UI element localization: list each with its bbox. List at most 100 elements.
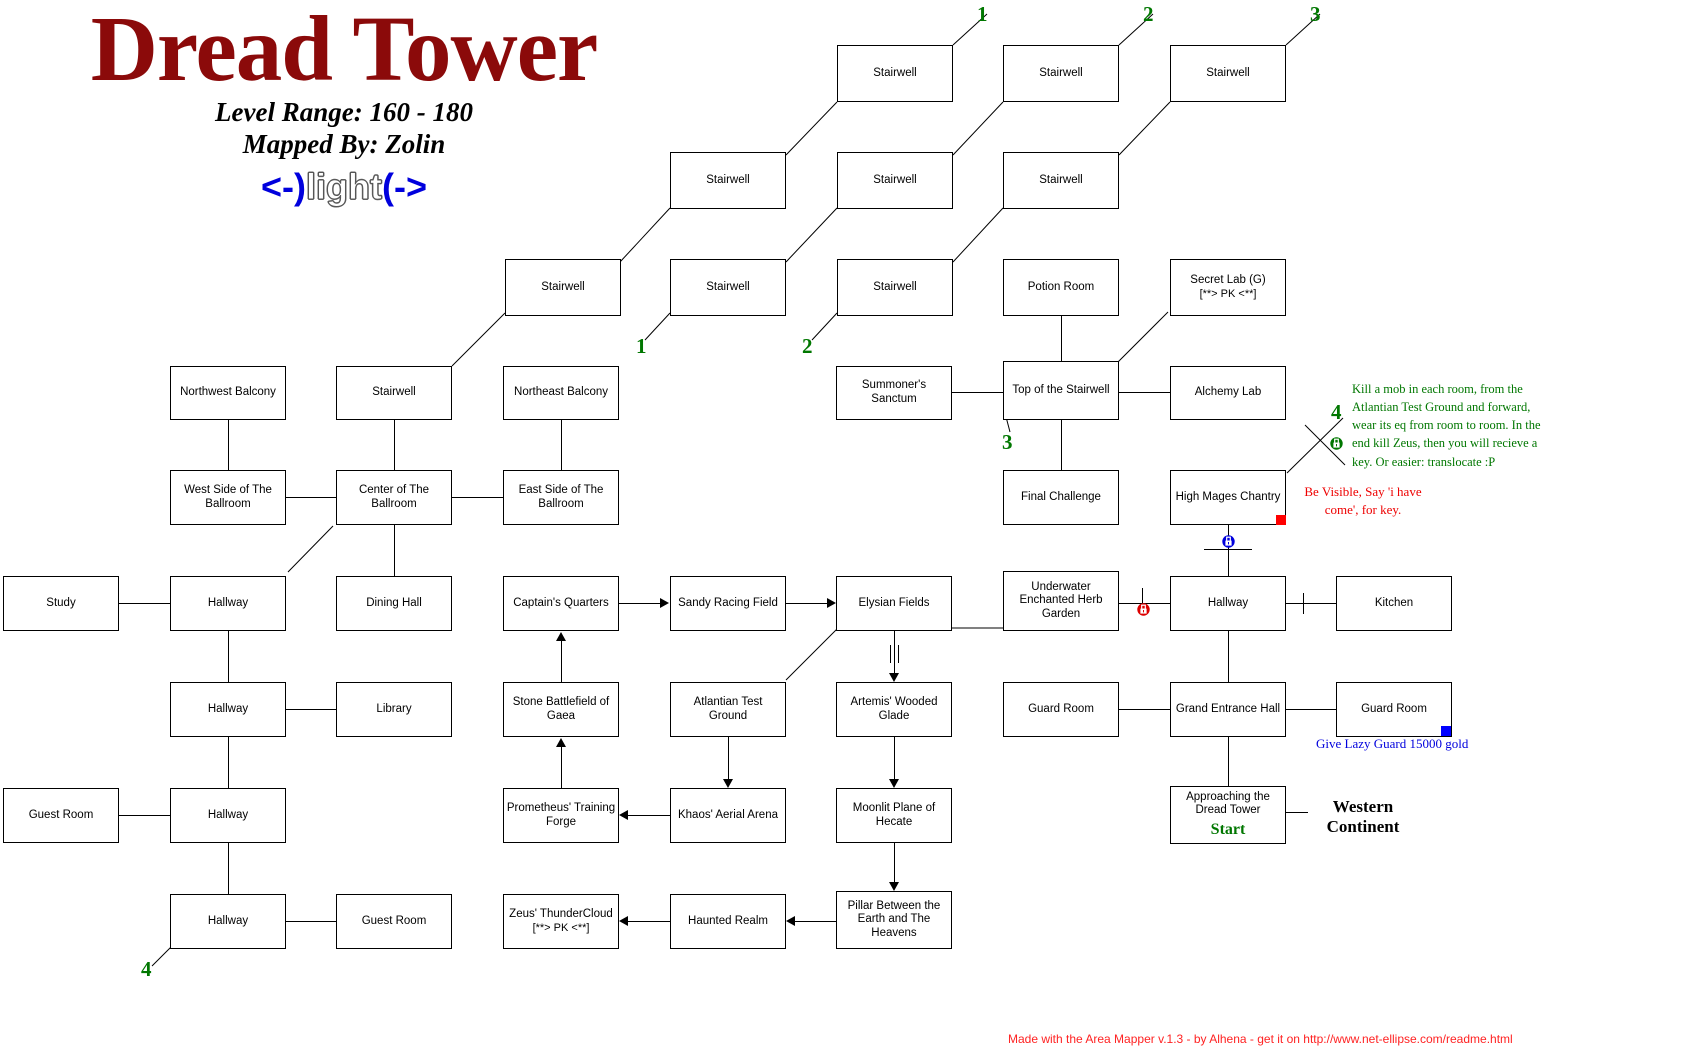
connector-potion-to-top-stairwell	[1061, 316, 1062, 361]
room-khaos-aerial-arena[interactable]: Khaos' Aerial Arena	[670, 788, 786, 843]
room-pk-flag: [**> PK <**]	[532, 921, 590, 934]
room-label: Hallway	[207, 702, 249, 715]
room-zeus-thundercloud[interactable]: Zeus' ThunderCloud [**> PK <**]	[503, 894, 619, 949]
connector-summoners-to-top-stairwell	[952, 392, 1003, 393]
room-underwater-enchanted-herb-garden[interactable]: Underwater Enchanted Herb Garden	[1003, 571, 1119, 631]
room-atlantian-test-ground[interactable]: Atlantian Test Ground	[670, 682, 786, 737]
exit-number-bottom-3: 3	[1002, 430, 1013, 454]
room-label: Northwest Balcony	[180, 386, 276, 399]
room-label: Haunted Realm	[688, 914, 768, 927]
room-stairwell[interactable]: Stairwell	[837, 259, 953, 316]
room-label: Guard Room	[1361, 702, 1427, 715]
room-guest-room[interactable]: Guest Room	[336, 894, 452, 949]
room-stairwell[interactable]: Stairwell	[505, 259, 621, 316]
connector-atlantian-to-khaos	[728, 737, 729, 779]
door-tick-elysian-right	[898, 645, 899, 663]
connector-stone-battlefield-to-captains	[561, 640, 562, 682]
room-label: Stairwell	[706, 173, 750, 186]
room-alchemy-lab[interactable]: Alchemy Lab	[1170, 366, 1286, 420]
room-stairwell[interactable]: Stairwell	[670, 152, 786, 209]
room-secret-lab[interactable]: Secret Lab (G) [**> PK <**]	[1170, 259, 1286, 316]
room-label: Stairwell	[1206, 66, 1250, 79]
room-hallway[interactable]: Hallway	[170, 788, 286, 843]
room-grand-entrance-hall[interactable]: Grand Entrance Hall	[1170, 682, 1286, 737]
arrow-atlantian-to-khaos	[723, 779, 733, 788]
room-guest-room[interactable]: Guest Room	[3, 788, 119, 843]
connector-hallway-to-grand-entrance	[1228, 631, 1229, 682]
room-library[interactable]: Library	[336, 682, 452, 737]
note-blue-guard-hint: Give Lazy Guard 15000 gold	[1316, 736, 1469, 751]
connector-hallway2-to-library	[286, 709, 336, 710]
closed-door-lock-icon	[1222, 535, 1235, 548]
room-label: Guest Room	[361, 914, 427, 927]
room-northwest-balcony[interactable]: Northwest Balcony	[170, 366, 286, 420]
arrow-stone-battlefield-to-captains	[556, 632, 566, 641]
room-study[interactable]: Study	[3, 576, 119, 631]
arrow-khaos-to-prometheus	[619, 810, 628, 820]
room-stairwell[interactable]: Stairwell	[1003, 45, 1119, 102]
room-dining-hall[interactable]: Dining Hall	[336, 576, 452, 631]
exit-number-bottom-2: 2	[802, 334, 813, 358]
room-potion-room[interactable]: Potion Room	[1003, 259, 1119, 316]
connector-captains-to-sandy	[619, 603, 662, 604]
room-hallway[interactable]: Hallway	[170, 682, 286, 737]
room-final-challenge[interactable]: Final Challenge	[1003, 470, 1119, 525]
page-title: Dread Tower	[90, 0, 599, 101]
room-sandy-racing-field[interactable]: Sandy Racing Field	[670, 576, 786, 631]
room-label: Alchemy Lab	[1194, 386, 1262, 399]
room-pk-flag: [**> PK <**]	[1199, 287, 1257, 300]
guild-tag-left: <-)	[261, 165, 306, 207]
room-label: Secret Lab (G)	[1190, 274, 1266, 287]
room-guard-room-right[interactable]: Guard Room	[1336, 682, 1452, 737]
room-west-side-ballroom[interactable]: West Side of The Ballroom	[170, 470, 286, 525]
room-haunted-realm[interactable]: Haunted Realm	[670, 894, 786, 949]
room-captains-quarters[interactable]: Captain's Quarters	[503, 576, 619, 631]
room-top-of-the-stairwell[interactable]: Top of the Stairwell	[1003, 361, 1119, 420]
room-stairwell[interactable]: Stairwell	[670, 259, 786, 316]
footer-credit: Made with the Area Mapper v.1.3 - by Alh…	[1008, 1032, 1513, 1046]
connector-artemis-to-moonlit	[894, 737, 895, 779]
room-stairwell[interactable]: Stairwell	[1170, 45, 1286, 102]
blue-marker-flag	[1441, 726, 1451, 736]
room-stairwell[interactable]: Stairwell	[837, 152, 953, 209]
room-label: East Side of The Ballroom	[518, 483, 604, 510]
room-stairwell[interactable]: Stairwell	[837, 45, 953, 102]
room-stairwell[interactable]: Stairwell	[1003, 152, 1119, 209]
arrow-artemis-to-moonlit	[889, 779, 899, 788]
arrow-pillar-to-haunted	[786, 916, 795, 926]
connector-elysian-to-artemis	[894, 631, 895, 673]
room-hallway[interactable]: Hallway	[170, 894, 286, 949]
room-label: Potion Room	[1027, 280, 1095, 293]
room-approaching-the-dread-tower[interactable]: Approaching the Dread Tower Start	[1170, 786, 1286, 844]
room-hallway[interactable]: Hallway	[170, 576, 286, 631]
closed-door-lock-icon	[1137, 603, 1150, 616]
room-pillar-between-earth-and-heavens[interactable]: Pillar Between the Earth and The Heavens	[836, 891, 952, 949]
arrow-haunted-to-zeus	[619, 916, 628, 926]
room-northeast-balcony[interactable]: Northeast Balcony	[503, 366, 619, 420]
room-artemis-wooded-glade[interactable]: Artemis' Wooded Glade	[836, 682, 952, 737]
room-label: Center of The Ballroom	[358, 483, 430, 510]
room-guard-room-left[interactable]: Guard Room	[1003, 682, 1119, 737]
exit-number-top-3: 3	[1310, 2, 1321, 26]
room-kitchen[interactable]: Kitchen	[1336, 576, 1452, 631]
room-moonlit-plane-of-hecate[interactable]: Moonlit Plane of Hecate	[836, 788, 952, 843]
room-east-side-ballroom[interactable]: East Side of The Ballroom	[503, 470, 619, 525]
connector-west-to-center-ballroom	[286, 497, 336, 498]
room-label: Zeus' ThunderCloud	[509, 908, 613, 921]
room-stone-battlefield-of-gaea[interactable]: Stone Battlefield of Gaea	[503, 682, 619, 737]
room-center-ballroom[interactable]: Center of The Ballroom	[336, 470, 452, 525]
arrow-elysian-to-artemis	[889, 673, 899, 682]
exit-number-bottom-1: 1	[636, 334, 647, 358]
room-elysian-fields[interactable]: Elysian Fields	[836, 576, 952, 631]
room-label: Stairwell	[541, 280, 585, 293]
room-label: Stairwell	[1039, 173, 1083, 186]
room-high-mages-chantry[interactable]: High Mages Chantry	[1170, 470, 1286, 525]
guild-tag: <-)light(->	[14, 165, 674, 208]
room-stairwell-ballroom[interactable]: Stairwell	[336, 366, 452, 420]
room-label: Approaching the Dread Tower	[1186, 790, 1270, 817]
room-prometheus-training-forge[interactable]: Prometheus' Training Forge	[503, 788, 619, 843]
connector-guard-left-to-grand-entrance	[1119, 709, 1170, 710]
connector-ne-balcony-to-east-ballroom	[561, 420, 562, 470]
room-summoners-sanctum[interactable]: Summoner's Sanctum	[836, 366, 952, 420]
room-hallway-right[interactable]: Hallway	[1170, 576, 1286, 631]
